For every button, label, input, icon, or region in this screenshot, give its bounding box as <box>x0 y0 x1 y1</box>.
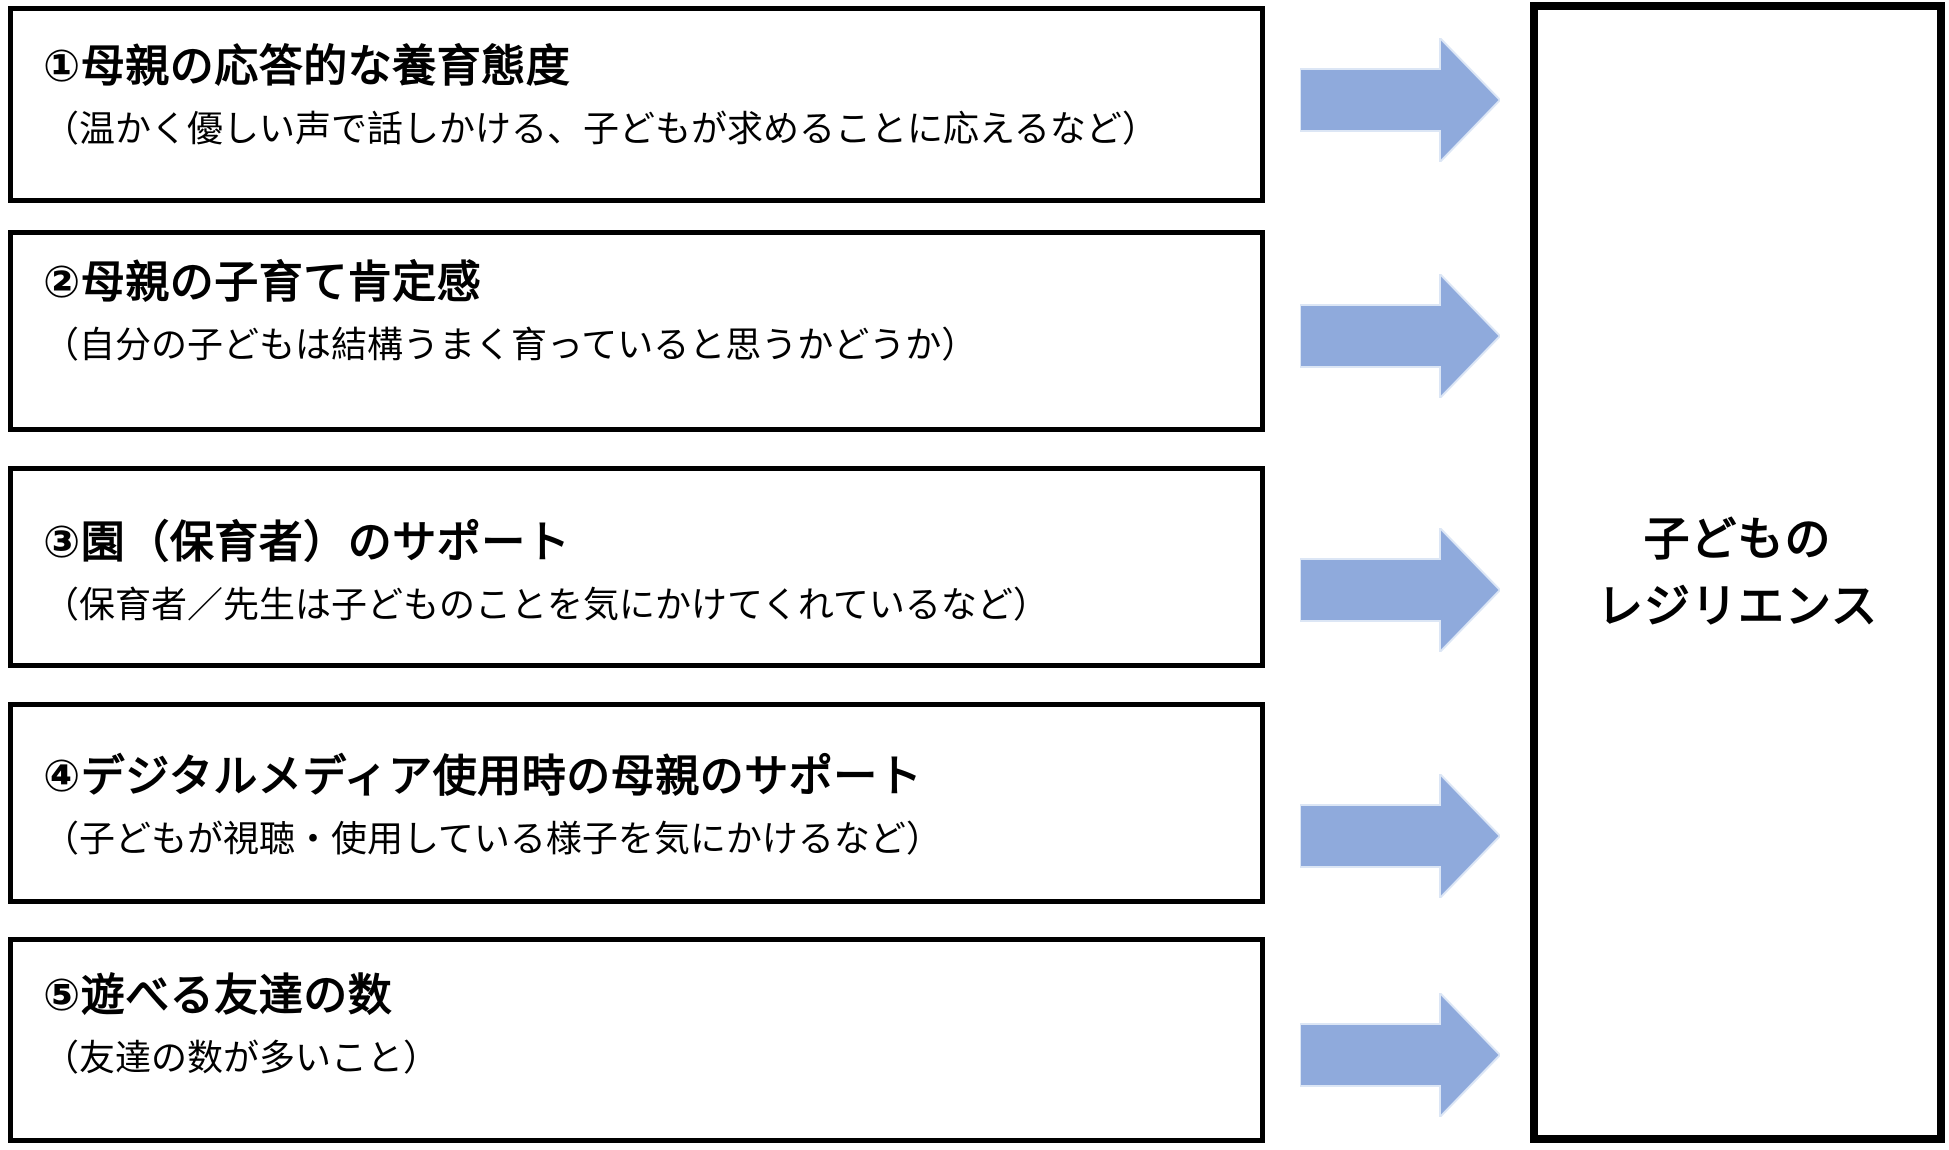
right-arrow-icon <box>1300 993 1500 1117</box>
factor-title: ⑤遊べる友達の数 <box>43 971 393 1020</box>
arrow-shape <box>1300 528 1500 652</box>
arrow-shape <box>1300 38 1500 162</box>
outcome-box: 子どもの レジリエンス <box>1530 2 1945 1143</box>
right-arrow-icon <box>1300 528 1500 652</box>
factor-description: （保育者／先生は子どものことを気にかけてくれているなど） <box>43 583 1049 625</box>
factor-box-3: ③園（保育者）のサポート （保育者／先生は子どものことを気にかけてくれているなど… <box>8 466 1265 668</box>
factor-box-5: ⑤遊べる友達の数 （友達の数が多いこと） <box>8 937 1265 1143</box>
right-arrow-icon <box>1300 774 1500 898</box>
arrow-shape <box>1300 993 1500 1117</box>
factor-title: ③園（保育者）のサポート <box>43 518 571 567</box>
factor-description: （子どもが視聴・使用している様子を気にかけるなど） <box>43 817 942 859</box>
right-arrow-icon <box>1300 274 1500 398</box>
factor-description: （友達の数が多いこと） <box>43 1036 440 1078</box>
factor-box-4: ④デジタルメディア使用時の母親のサポート （子どもが視聴・使用している様子を気に… <box>8 702 1265 904</box>
factor-description: （温かく優しい声で話しかける、子どもが求めることに応えるなど） <box>43 107 1158 149</box>
factor-description: （自分の子どもは結構うまく育っていると思うかどうか） <box>43 323 978 365</box>
arrow-shape <box>1300 774 1500 898</box>
factor-title: ②母親の子育て肯定感 <box>43 258 482 307</box>
arrow-shape <box>1300 274 1500 398</box>
factor-box-1: ①母親の応答的な養育態度 （温かく優しい声で話しかける、子どもが求めることに応え… <box>8 6 1265 203</box>
right-arrow-icon <box>1300 38 1500 162</box>
factor-box-2: ②母親の子育て肯定感 （自分の子どもは結構うまく育っていると思うかどうか） <box>8 230 1265 432</box>
factor-title: ①母親の応答的な養育態度 <box>43 42 571 91</box>
outcome-line-2: レジリエンス <box>1596 579 1879 632</box>
outcome-label: 子どもの レジリエンス <box>1597 506 1878 639</box>
outcome-line-1: 子どもの <box>1643 512 1832 565</box>
factor-title: ④デジタルメディア使用時の母親のサポート <box>43 752 923 801</box>
